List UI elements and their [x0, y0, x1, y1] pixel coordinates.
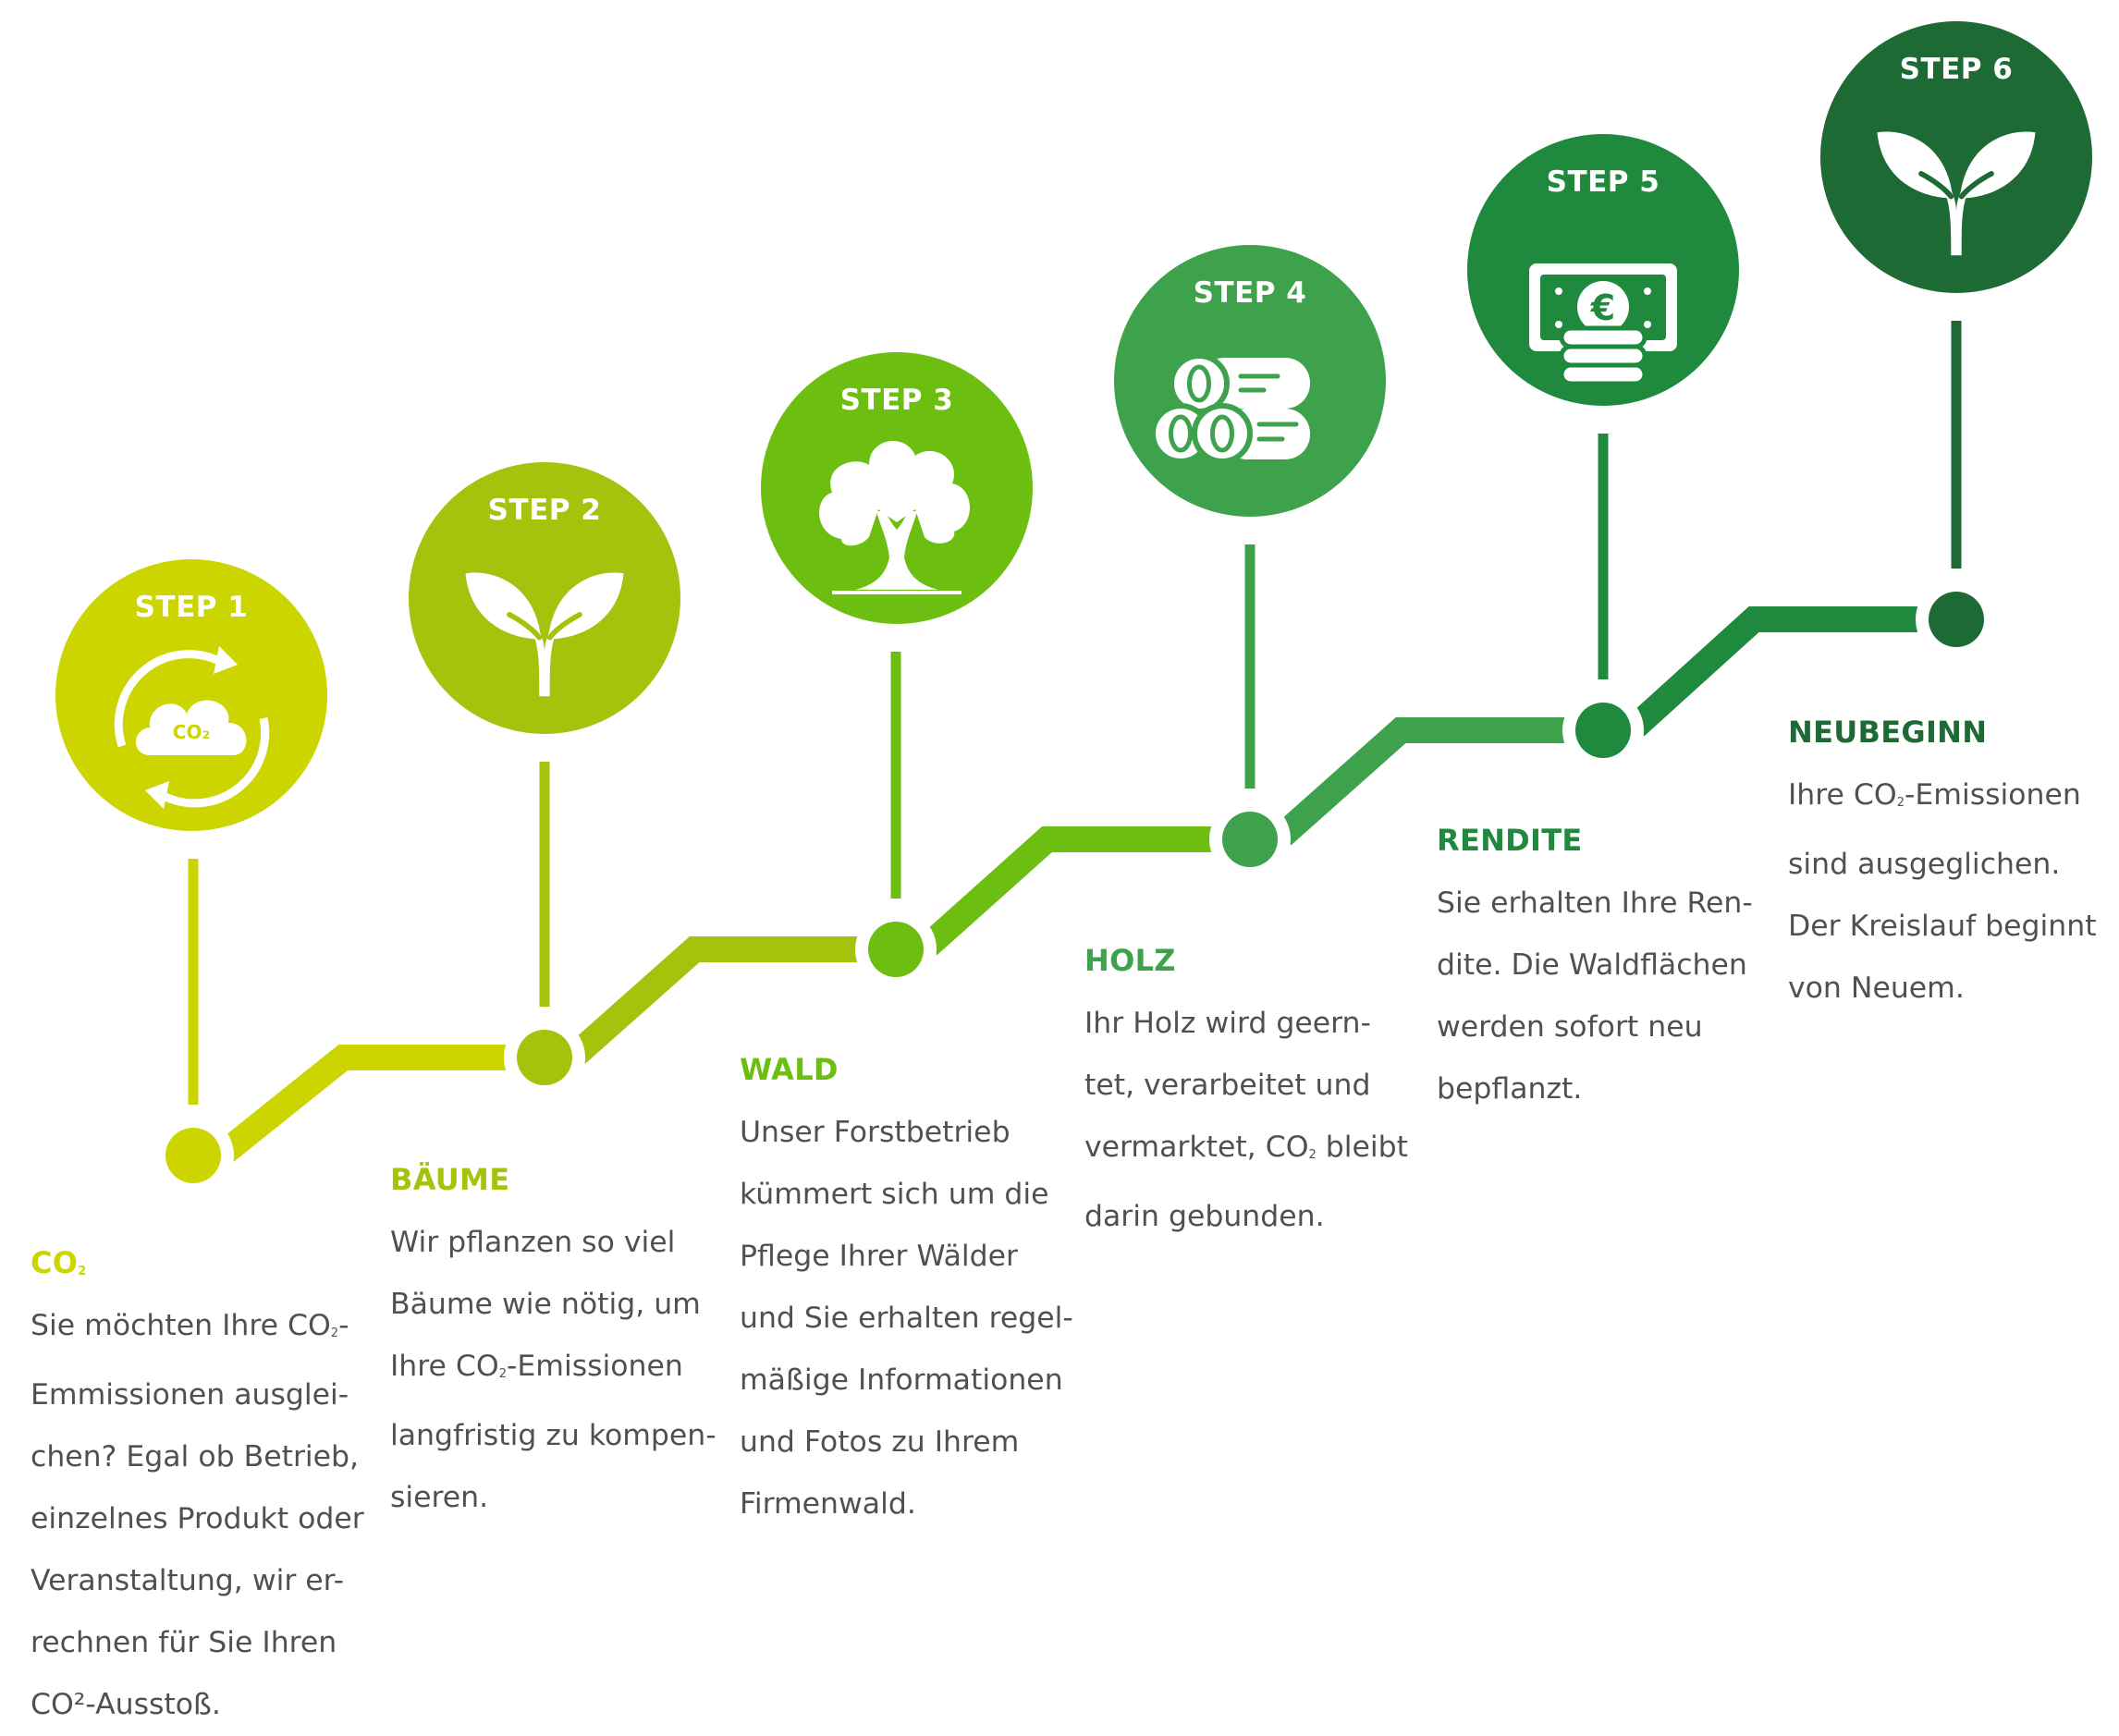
step-1-badge: STEP 1 CO₂ — [55, 559, 327, 831]
sprout-icon — [1877, 131, 2036, 256]
node-6 — [1929, 592, 1984, 647]
co2-cycle-icon: CO₂ — [114, 646, 270, 809]
step-3-title: WALD — [740, 1052, 839, 1087]
step-6-description: NEUBEGINN Ihre CO2-Emissionen sind ausgegl… — [1788, 715, 2112, 1020]
step-3-text-line: und Sie erhalten regel- — [740, 1302, 1073, 1335]
step-2-title: BÄUME — [390, 1162, 510, 1197]
step-5-text-line: werden sofort neu — [1437, 1010, 1703, 1044]
step-5-text-line: bepflanzt. — [1437, 1072, 1583, 1106]
step-6-text-line: Ihre CO2-Emissionen — [1788, 778, 2081, 812]
step-2-text-line: langfristig zu kompen- — [390, 1419, 717, 1452]
step-2-circle — [409, 462, 680, 734]
step-5-label: STEP 5 — [1547, 165, 1660, 199]
connector-4 — [1273, 717, 1564, 846]
step-2-text-line: sieren. — [390, 1481, 489, 1514]
step-stems — [188, 321, 1962, 1105]
step-6-circle — [1820, 21, 2092, 293]
step-4-text-line: darin gebunden. — [1084, 1200, 1325, 1233]
step-3-description: WALD Unser Forstbetrieb kümmert sich um di… — [740, 1052, 1073, 1535]
step-1-title: CO2 — [31, 1245, 87, 1280]
step-6-text-line: sind ausgeglichen. — [1788, 848, 2061, 881]
euro-sign: € — [1590, 287, 1615, 328]
path-nodes — [153, 579, 1997, 1196]
step-5-text-line: dite. Die Waldflächen — [1437, 948, 1747, 982]
step-4-title: HOLZ — [1084, 943, 1176, 978]
node-1 — [165, 1128, 221, 1183]
step-1-text-line: CO²-Ausstoß. — [31, 1688, 221, 1721]
step-3-text-line: und Fotos zu Ihrem — [740, 1425, 1020, 1459]
step-circles: STEP 1 CO₂ STEP 2 STEP 3 STEP 4 STEP 5 € STEP 6 — [55, 21, 2092, 831]
step-6-text-line: Der Kreislauf beginnt — [1788, 910, 2097, 943]
logs-icon — [1150, 353, 1310, 464]
step-3-text-line: kümmert sich um die — [740, 1178, 1049, 1211]
step-1-label: STEP 1 — [135, 591, 249, 624]
step-3-label: STEP 3 — [840, 384, 954, 417]
step-3-badge: STEP 3 — [761, 352, 1033, 624]
step-1-text-line: Sie möchten Ihre CO2- — [31, 1309, 349, 1342]
tree-icon — [819, 440, 971, 594]
step-4-text-line: tet, verarbeitet und — [1084, 1069, 1371, 1102]
step-5-title: RENDITE — [1437, 823, 1583, 858]
money-euro-icon: € — [1529, 263, 1677, 386]
node-2 — [517, 1030, 572, 1085]
sprout-icon — [465, 572, 624, 697]
step-1-text-line: chen? Egal ob Betrieb, — [31, 1440, 360, 1473]
step-1-text-line: rechnen für Sie Ihren — [31, 1626, 337, 1659]
step-6-text-line: von Neuem. — [1788, 972, 1965, 1005]
step-1-text-line: Emmissionen ausglei- — [31, 1378, 349, 1412]
step-3-text-line: Firmenwald. — [740, 1487, 916, 1521]
step-6-badge: STEP 6 — [1820, 21, 2092, 293]
step-3-text-line: Unser Forstbetrieb — [740, 1116, 1011, 1149]
node-5 — [1575, 703, 1631, 758]
step-3-text-line: mäßige Informationen — [740, 1363, 1063, 1397]
connector-3 — [919, 826, 1211, 956]
connector-1 — [217, 1045, 506, 1162]
step-6-label: STEP 6 — [1900, 53, 2014, 86]
step-2-text-line: Wir pflanzen so viel — [390, 1226, 676, 1259]
node-3 — [868, 922, 924, 977]
step-6-title: NEUBEGINN — [1788, 715, 1988, 750]
step-4-description: HOLZ Ihr Holz wird geern-tet, verarbeitet… — [1084, 943, 1408, 1248]
step-1-text-line: einzelnes Produkt oder — [31, 1502, 364, 1535]
step-4-label: STEP 4 — [1194, 276, 1307, 310]
step-2-badge: STEP 2 — [409, 462, 680, 734]
step-2-label: STEP 2 — [488, 494, 602, 527]
path-connectors — [217, 606, 1917, 1162]
step-4-text-line: Ihr Holz wird geern- — [1084, 1007, 1371, 1040]
step-2-text-line: Ihre CO2-Emissionen — [390, 1350, 683, 1383]
step-4-badge: STEP 4 — [1114, 245, 1386, 517]
step-2-text-line: Bäume wie nötig, um — [390, 1288, 701, 1321]
step-5-text-line: Sie erhalten Ihre Ren- — [1437, 886, 1753, 920]
node-4 — [1222, 812, 1278, 867]
step-1-text-line: Veranstaltung, wir er- — [31, 1564, 344, 1597]
step-3-text-line: Pflege Ihrer Wälder — [740, 1240, 1018, 1273]
step-5-description: RENDITE Sie erhalten Ihre Ren-dite. Die W… — [1437, 823, 1760, 1120]
connector-2 — [568, 936, 857, 1064]
step-5-badge: STEP 5 € — [1467, 134, 1739, 406]
connector-5 — [1626, 606, 1917, 737]
co2-icon-text: CO₂ — [173, 721, 210, 743]
step-4-text-line: vermarktet, CO2 bleibt — [1084, 1131, 1409, 1164]
